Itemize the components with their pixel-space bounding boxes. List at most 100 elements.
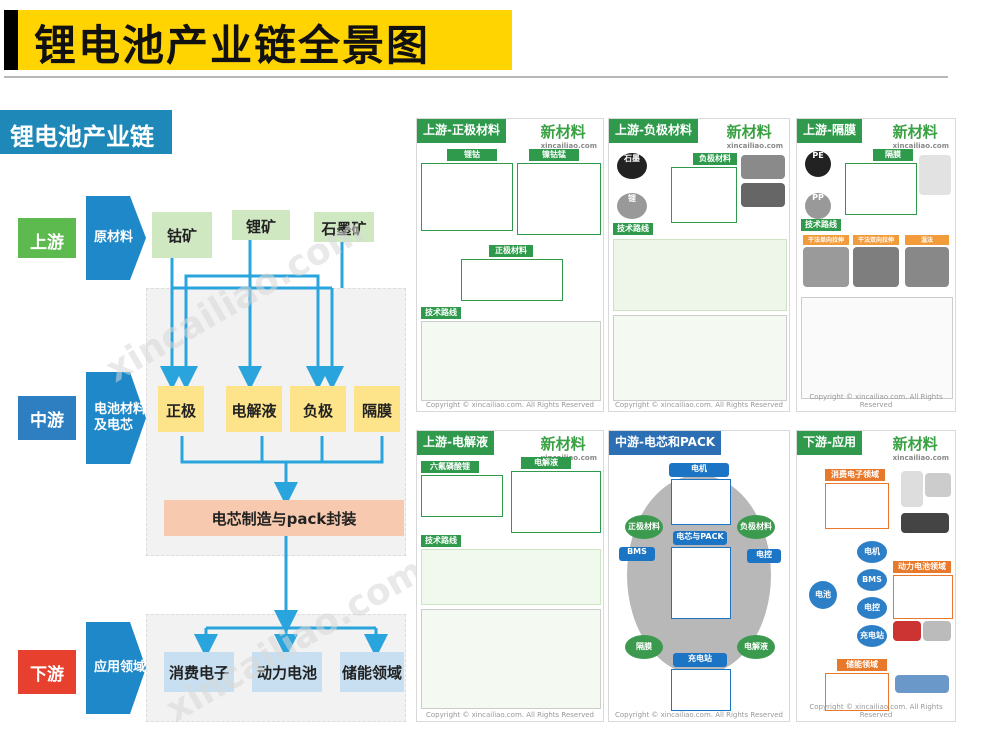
node-anode: 负极材料	[737, 515, 775, 539]
label-wet: 湿法	[905, 235, 949, 245]
separator-photo	[919, 155, 951, 195]
cathode-list	[461, 259, 563, 301]
category-application: 应用领域	[86, 622, 146, 714]
copyright: Copyright © xincailiao.com. All Rights R…	[425, 711, 594, 719]
raw-cobalt: 钴矿	[152, 212, 212, 258]
storage-list	[825, 673, 889, 711]
motor-list	[671, 479, 731, 525]
page-title: 锂电池产业链全景图	[34, 21, 431, 70]
anode-table	[613, 315, 787, 401]
route-table	[421, 321, 601, 401]
node-charging: 充电站	[673, 653, 727, 667]
power-list	[893, 575, 953, 619]
label-anode-material: 负极材料	[693, 153, 737, 165]
anode-photo	[741, 155, 785, 179]
node-electrolyte: 电解液	[737, 635, 775, 659]
node-separator: 隔膜	[625, 635, 663, 659]
lipf6-list	[421, 475, 503, 517]
node-charging: 充电站	[857, 625, 887, 647]
panel-cathode-title: 上游-正极材料	[417, 119, 506, 143]
label-power: 动力电池领域	[893, 561, 951, 573]
label-route: 技术路线	[801, 219, 841, 231]
copyright: Copyright © xincailiao.com. All Rights R…	[425, 401, 594, 409]
category-battery: 电池材料 及电芯	[86, 372, 146, 464]
label-route: 技术路线	[421, 307, 461, 319]
label-storage: 储能领域	[837, 659, 887, 671]
component-cathode: 正极	[158, 386, 204, 432]
route-tree	[613, 239, 787, 311]
stage-midstream: 中游	[18, 396, 76, 440]
electrolyte-table	[421, 609, 601, 709]
node-graphite: 石墨	[617, 153, 647, 179]
title-stripe	[4, 10, 18, 70]
label-lipf6: 六氟磷酸锂	[421, 461, 479, 473]
camera-photo	[901, 513, 949, 533]
panel-electrolyte-title: 上游-电解液	[417, 431, 494, 455]
node-battery: 电池	[809, 581, 837, 609]
title-divider	[4, 76, 948, 78]
node-motor: 电机	[857, 541, 887, 563]
copyright: Copyright © xincailiao.com. All Rights R…	[809, 393, 943, 409]
app-power: 动力电池	[252, 652, 322, 692]
raw-graphite: 石墨矿	[314, 212, 374, 242]
node-motor: 电机	[669, 463, 729, 477]
consumer-list	[825, 483, 889, 529]
anode-photo	[741, 183, 785, 207]
car-photo	[923, 621, 951, 641]
phone-photo	[901, 471, 923, 507]
panel-pack-title: 中游-电芯和PACK	[609, 431, 722, 455]
node-lithium: 锂	[617, 193, 647, 219]
car-photo	[893, 621, 921, 641]
title-banner	[4, 10, 512, 70]
node-bms: BMS	[857, 569, 887, 591]
route-flow	[421, 549, 601, 605]
separator-tree	[801, 297, 953, 399]
stage-upstream: 上游	[18, 218, 76, 258]
node-cell-pack: 电芯与PACK	[673, 531, 727, 545]
copyright: Copyright © xincailiao.com. All Rights R…	[614, 711, 783, 719]
panel-pack: 中游-电芯和PACK 电机 电芯与PACK 正极材料 负极材料 BMS 电控 隔…	[608, 430, 790, 722]
component-anode: 负极	[290, 386, 346, 432]
label-dry-biaxial: 干法双向拉伸	[853, 235, 899, 245]
cobalt-list	[421, 163, 513, 231]
node-bms: BMS	[619, 547, 655, 561]
label-dry-uniaxial: 干法单向拉伸	[803, 235, 849, 245]
raw-lithium: 锂矿	[232, 210, 290, 240]
flow-arrows	[160, 240, 388, 658]
node-pe: PE	[805, 151, 831, 177]
component-separator: 隔膜	[354, 386, 400, 432]
label-cobalt: 锂钴	[447, 149, 497, 161]
panel-apps-title: 下游-应用	[797, 431, 862, 455]
node-cathode: 正极材料	[625, 515, 663, 539]
node-control: 电控	[857, 597, 887, 619]
label-route: 技术路线	[613, 223, 653, 235]
label-electrolyte: 电解液	[521, 457, 571, 469]
node-pp: PP	[805, 193, 831, 219]
app-consumer: 消费电子	[164, 652, 234, 692]
sem-image	[905, 247, 949, 287]
chain-heading: 锂电池产业链	[0, 110, 172, 154]
cell-pack-list	[671, 547, 731, 619]
component-electrolyte: 电解液	[226, 386, 282, 432]
label-route: 技术路线	[421, 535, 461, 547]
label-ncm: 镍钴锰	[529, 149, 579, 161]
label-consumer: 消费电子领域	[825, 469, 885, 481]
category-raw: 原材料	[86, 196, 146, 280]
laptop-photo	[925, 473, 951, 497]
copyright: Copyright © xincailiao.com. All Rights R…	[809, 703, 943, 719]
ncm-list	[517, 163, 601, 235]
electrolyte-list	[511, 471, 601, 533]
node-control: 电控	[747, 549, 781, 563]
panel-separator-title: 上游-隔膜	[797, 119, 862, 143]
label-separator: 隔膜	[873, 149, 913, 161]
panel-anode-title: 上游-负极材料	[609, 119, 698, 143]
label-cathode-material: 正极材料	[489, 245, 533, 257]
